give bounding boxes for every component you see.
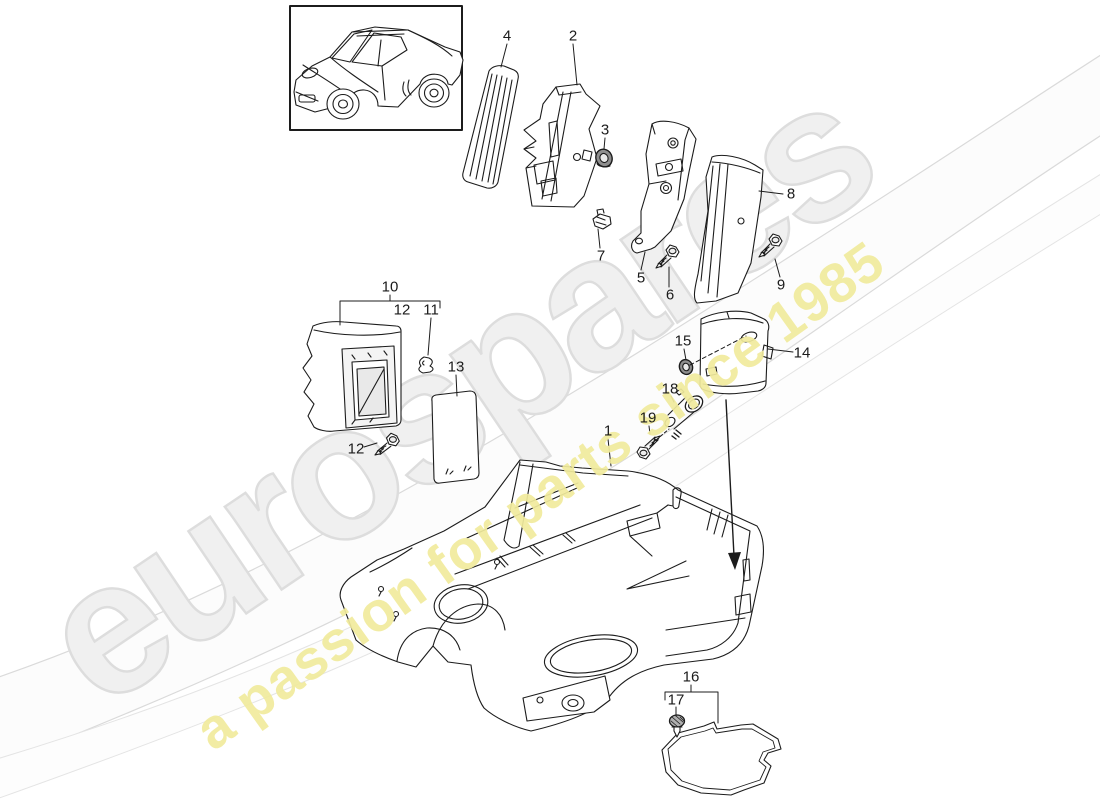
part-label-16[interactable]: 16	[682, 668, 700, 686]
part-label-18[interactable]: 18	[661, 380, 679, 398]
part-4-footrest	[462, 65, 519, 189]
part-label-8[interactable]: 8	[786, 185, 796, 203]
part-label-10[interactable]: 10	[381, 278, 399, 296]
part-label-14[interactable]: 14	[793, 344, 811, 362]
part-label-2[interactable]: 2	[568, 27, 578, 45]
part-label-13[interactable]: 13	[447, 358, 465, 376]
part-label-5[interactable]: 5	[636, 269, 646, 287]
leader-lines	[339, 43, 794, 724]
part-2-bracket	[523, 83, 601, 208]
part-8-side-trim	[693, 154, 764, 304]
part-3-grommet	[595, 148, 613, 168]
part-label-17[interactable]: 17	[667, 691, 685, 709]
part-label-7[interactable]: 7	[596, 247, 606, 265]
part-label-15[interactable]: 15	[674, 332, 692, 350]
vehicle-thumbnail	[289, 5, 464, 131]
part-label-3[interactable]: 3	[600, 121, 610, 139]
part-13-damping-pad	[431, 390, 480, 484]
part-label-19[interactable]: 19	[639, 409, 657, 427]
part-18-spacer-sleeve	[664, 388, 704, 440]
part-label-1[interactable]: 1	[603, 422, 613, 440]
part-16-floor-mat	[661, 721, 782, 796]
part-label-6[interactable]: 6	[665, 286, 675, 304]
part-label-4[interactable]: 4	[502, 27, 512, 45]
part-1-floor-carpet	[339, 459, 764, 732]
part-label-12b[interactable]: 12	[347, 440, 365, 458]
part-label-9[interactable]: 9	[776, 276, 786, 294]
part-label-11[interactable]: 11	[423, 301, 439, 319]
part-7-clip-nut	[592, 208, 612, 230]
part-5-side-trim	[631, 120, 697, 254]
part-11-clip	[418, 356, 434, 374]
part-10-trim-panel	[302, 321, 402, 432]
part-17-push-pin	[668, 714, 686, 738]
part-label-12a[interactable]: 12	[393, 301, 411, 319]
part-14-rear-panel	[699, 310, 774, 395]
part-15-grommet	[678, 358, 694, 376]
arrow-head	[728, 552, 741, 570]
